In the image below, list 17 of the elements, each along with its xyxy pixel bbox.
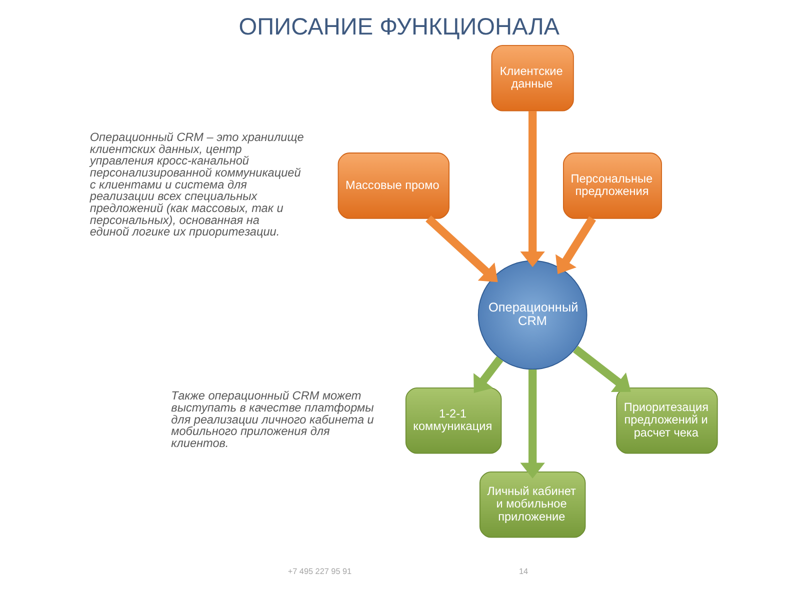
node-box: Клиентские данные — [491, 44, 574, 112]
node-box: Приоритезация предложений и расчет чека — [616, 388, 718, 454]
arrow — [520, 110, 545, 268]
diagram-title: ОПИСАНИЕ ФУНКЦИОНАЛА — [238, 14, 560, 40]
arrow — [426, 215, 498, 282]
arrow — [556, 216, 596, 274]
label: +7 495 227 95 91 — [288, 566, 352, 576]
node-box: Персональные предложения — [563, 152, 662, 219]
node-box: Личный кабинет и мобильное приложение — [479, 472, 586, 538]
node-box: Массовые промо — [338, 152, 450, 219]
arrow — [572, 346, 631, 392]
arrow — [520, 369, 545, 478]
arrow — [474, 356, 504, 394]
label: Также операционный CRM может выступать в качестве платформы для реализации личного кабинета и мобильного приложения для клиентов. — [171, 388, 374, 450]
label: 14 — [518, 566, 528, 576]
label: Операционный CRM – это хранилище клиентских данных, центр управления кросс-канальной персонализированной коммуникацией с клиентами и система для реализации всех специальных предложений (как массовых, так и персональных), основанная на единой логике их приоритезации. — [90, 130, 304, 239]
node-box: 1-2-1 коммуникация — [405, 388, 502, 454]
